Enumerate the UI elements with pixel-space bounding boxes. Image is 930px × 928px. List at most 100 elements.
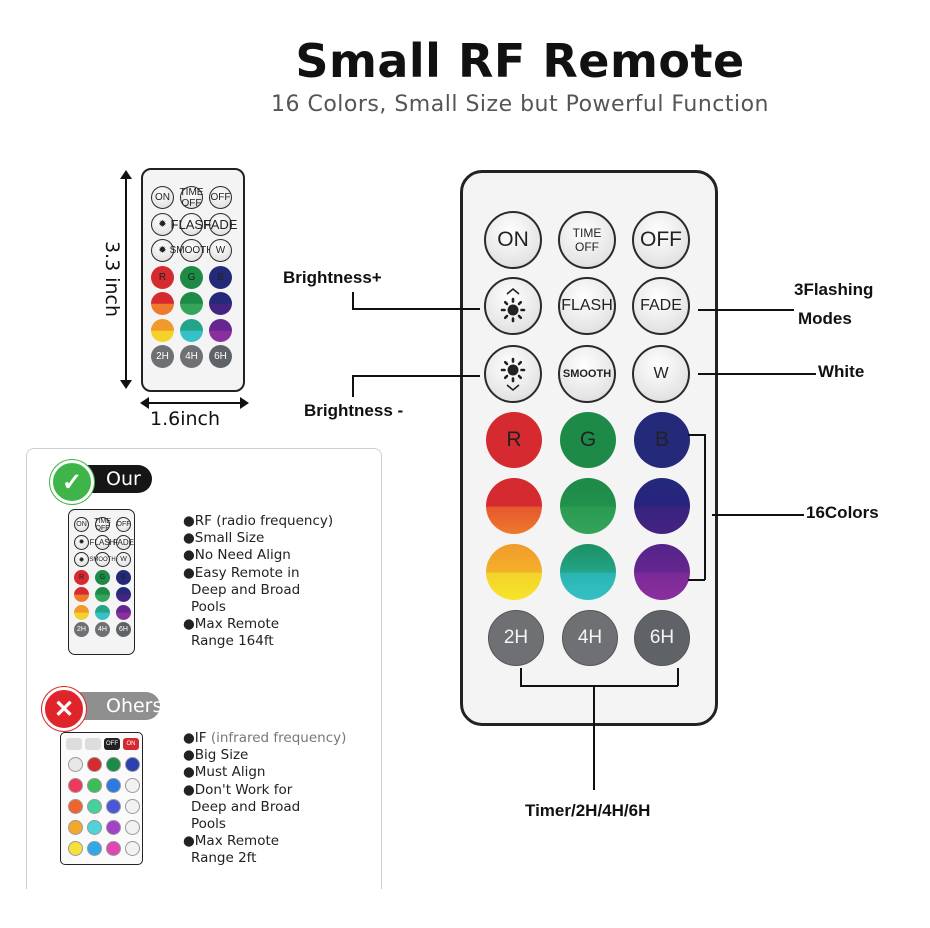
ours-remote-mini-button [74,604,89,620]
timer-4h-button[interactable]: 4H [562,610,618,666]
brightness-up-icon [500,287,526,323]
small-remote-mini-button: G [180,265,203,289]
others-feature: ●Big Size [183,747,249,764]
small-remote-mini-button [180,318,203,342]
ours-remote-mini-button [95,587,110,602]
ours-remote-mini-button: B [116,569,131,585]
others-remote-mini-button [68,757,83,772]
ours-feature: ●Easy Remote in [183,564,300,581]
callout-line-brightness-up-h [352,308,480,310]
ours-remote-mini-button: TIME OFF [94,517,111,532]
ours-remote-mini-button [74,587,89,602]
callout-bracket-colors-v [704,434,706,580]
color-button-cyan[interactable] [560,544,616,600]
small-remote-mini-button [180,292,203,315]
width-label: 1.6inch [150,408,221,430]
brightness-down-button[interactable] [484,345,542,403]
time-off-button[interactable]: TIME OFF [558,211,616,269]
ours-remote-mini-button: OFF [116,517,131,532]
ours-feature: ●Max Remote [183,616,280,633]
flash-button[interactable]: FLASH [558,277,616,335]
others-remote-mini-button [66,738,82,750]
callout-white: White [818,362,865,381]
timer-6h-button[interactable]: 6H [634,610,690,666]
color-button-light-green[interactable] [560,478,616,534]
callout-line-white [698,373,816,375]
others-remote-mini-button [106,757,121,772]
ours-feature: Deep and Broad [191,581,301,598]
others-remote-mini-button: ON [123,738,139,750]
ours-feature: Pools [191,599,226,616]
others-remote-mini-button [68,820,83,835]
ours-remote-mini-button [116,587,131,602]
timer-2h-button[interactable]: 2H [488,610,544,666]
callout-line-timer [593,686,595,790]
small-remote-mini-button: B [209,265,232,289]
small-remote-mini-button [209,318,232,342]
white-button[interactable]: W [632,345,690,403]
small-remote-mini-button: R [151,265,174,289]
callout-line-flashing [698,309,794,311]
others-remote-mini-button [85,738,101,750]
others-remote-mini-button [106,820,121,835]
callout-16-colors: 16Colors [806,503,879,522]
ours-remote-mini-button: ON [74,517,89,532]
callout-line-brightness-down-h [352,375,480,377]
callout-timer: Timer/2H/4H/6H [525,801,651,820]
others-remote-mini-button [106,799,121,814]
small-remote-mini-button: W [209,239,232,262]
ours-feature: Range 164ft [191,633,274,650]
brightness-down-icon [500,357,526,392]
small-remote-mini-button: OFF [209,186,232,209]
color-button-orange-red[interactable] [486,478,542,534]
others-remote-mini-button [125,799,140,814]
on-button[interactable]: ON [484,211,542,269]
callout-flashing-modes-line1: 3Flashing [794,280,874,299]
small-remote-mini-button [151,318,174,342]
others-remote-mini-button [68,799,83,814]
others-remote-mini-button [125,757,140,772]
arrow-right-icon [240,397,249,409]
others-remote-mini-button [125,841,140,856]
brightness-up-button[interactable] [484,277,542,335]
height-dimension-line [125,176,127,386]
others-remote-mini-button [87,778,102,793]
ours-feature: ●No Need Align [183,547,291,564]
x-icon: ✕ [42,687,86,731]
others-remote-mini-button [87,841,102,856]
fade-button[interactable]: FADE [632,277,690,335]
blue-button[interactable]: B [634,412,690,468]
small-remote-mini-button: TIME OFF [179,186,204,209]
ours-remote-mini-button [116,604,131,620]
others-feature-list: ●IF (infrared frequency) ●Big Size ●Must… [183,730,346,868]
small-remote-mini-button [151,292,174,315]
ours-remote-mini-button: FLASH [90,534,115,550]
callout-brightness-up: Brightness+ [283,268,382,287]
ours-remote-mini-button: G [95,569,110,585]
ours-feature: ●RF (radio frequency) [183,513,334,529]
arrow-down-icon [120,380,132,389]
green-button[interactable]: G [560,412,616,468]
smooth-button[interactable]: SMOOTH [558,345,616,403]
others-remote-mini-button [68,778,83,793]
callout-bracket-timer-h [520,685,678,687]
others-feature: ●Max Remote [183,833,280,850]
ours-remote-mini-button: 2H [74,622,89,637]
others-feature: Range 2ft [191,850,257,867]
small-remote-mini-button: 2H [151,345,174,368]
off-button[interactable]: OFF [632,211,690,269]
callout-bracket-colors-bottom [688,579,705,581]
others-feature: ●Must Align [183,764,266,781]
small-remote-mini-button: 4H [180,345,203,368]
ours-remote-mini-button: SMOOTH [89,552,116,567]
small-remote-mini-button: ON [151,186,174,209]
red-button[interactable]: R [486,412,542,468]
others-remote-mini-button [87,799,102,814]
width-dimension-line [146,402,244,404]
color-button-yellow[interactable] [486,544,542,600]
color-button-purple[interactable] [634,544,690,600]
others-remote-mini-button [68,841,83,856]
color-button-indigo[interactable] [634,478,690,534]
others-remote-mini-button [125,778,140,793]
callout-line-brightness-up-v [352,292,354,309]
